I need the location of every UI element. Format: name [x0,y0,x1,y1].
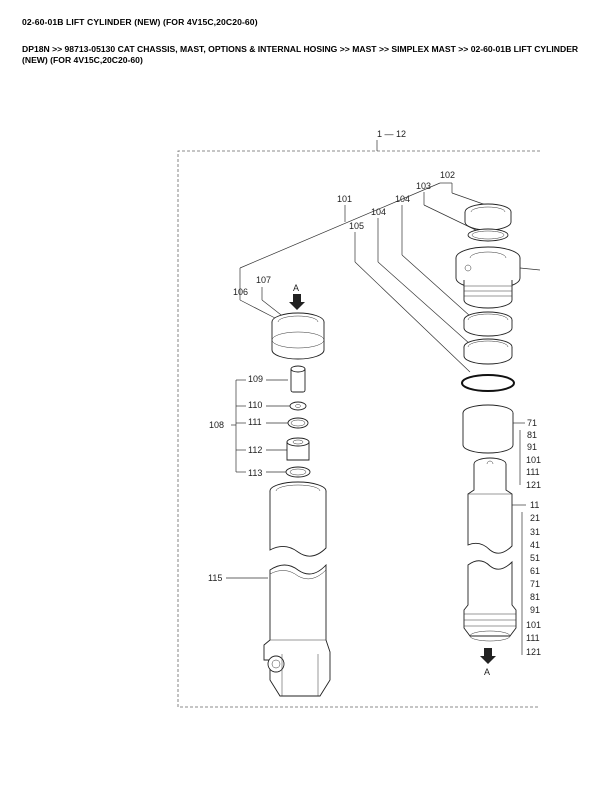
callout-101b[interactable]: 101 [526,620,541,630]
callout-111[interactable]: 111 [248,417,262,427]
bushing-109[interactable] [290,365,306,393]
callout-121a[interactable]: 121 [526,480,541,490]
breadcrumb-item[interactable]: DP18N [22,44,50,54]
callout-109[interactable]: 109 [248,374,263,384]
callout-71a[interactable]: 71 [527,418,537,428]
o-ring-105[interactable] [461,374,515,392]
callout-111b[interactable]: 111 [526,633,540,643]
callout-111a[interactable]: 111 [526,467,540,477]
callout-108[interactable]: 108 [209,420,224,430]
ring-113[interactable] [285,466,311,478]
callout-101[interactable]: 101 [337,194,352,204]
callout-41[interactable]: 41 [530,540,540,550]
callout-106[interactable]: 106 [233,287,248,297]
breadcrumb-separator: >> [52,44,65,54]
callout-121b[interactable]: 121 [526,647,541,657]
dust-seal-102[interactable] [464,203,512,231]
callout-110[interactable]: 110 [248,400,262,410]
callout-91a[interactable]: 91 [527,442,537,452]
breadcrumb: DP18N >> 98713-05130 CAT CHASSIS, MAST, … [22,44,592,65]
callout-101a[interactable]: 101 [526,455,541,465]
callout-91b[interactable]: 91 [530,605,540,615]
o-ring-103[interactable] [467,228,509,242]
callout-group[interactable]: 1 — 12 [377,129,406,139]
wiper-ring[interactable] [271,312,325,360]
breadcrumb-item[interactable]: SIMPLEX MAST [391,44,456,54]
nut-112[interactable] [286,437,310,461]
arrow-label: A [293,283,299,293]
callout-102[interactable]: 102 [440,170,455,180]
rod-guide[interactable] [455,246,521,309]
piston-bushing[interactable] [462,404,514,454]
snap-ring-111[interactable] [287,417,309,429]
callout-51[interactable]: 51 [530,553,540,563]
back-up-ring-104a[interactable] [463,311,513,337]
callout-115[interactable]: 115 [208,573,222,583]
breadcrumb-item[interactable]: MAST [352,44,377,54]
arrow-label: A [484,667,490,677]
callout-113[interactable]: 113 [248,468,262,478]
breadcrumb-item[interactable]: 98713-05130 CAT CHASSIS, MAST, OPTIONS &… [64,44,338,54]
piston-rod-lower[interactable] [463,560,517,642]
page-title: 02-60-01B LIFT CYLINDER (NEW) (FOR 4V15C… [22,17,258,27]
callout-104[interactable]: 104 [371,207,386,217]
callout-112[interactable]: 112 [248,445,262,455]
direction-arrow-icon: A [289,283,305,310]
breadcrumb-separator: >> [378,44,392,54]
callout-107[interactable]: 107 [256,275,271,285]
callout-31[interactable]: 31 [530,527,540,537]
cylinder-tube-upper[interactable] [269,481,327,557]
cylinder-tube-lower-115[interactable] [263,563,331,697]
callout-61[interactable]: 61 [530,566,540,576]
right-edge-callouts: 71 81 91 101 111 121 11 21 31 41 51 61 7… [512,418,541,657]
callout-81b[interactable]: 81 [530,592,540,602]
back-up-ring-104b[interactable] [463,338,513,365]
callout-105[interactable]: 105 [349,221,364,231]
breadcrumb-item: 02-60-01B LIFT CYLINDER (NEW) (FOR 4V15C… [22,44,579,65]
breadcrumb-separator: >> [339,44,353,54]
breadcrumb-separator: >> [458,44,471,54]
callout-103[interactable]: 103 [416,181,431,191]
piston-rod-upper[interactable] [467,457,513,554]
assembly-frame [177,150,540,708]
callout-21[interactable]: 21 [530,513,540,523]
callout-71b[interactable]: 71 [530,579,540,589]
washer-110[interactable] [289,401,307,411]
direction-arrow-icon: A [480,648,496,677]
callout-11[interactable]: 11 [530,500,539,510]
callout-81a[interactable]: 81 [527,430,537,440]
